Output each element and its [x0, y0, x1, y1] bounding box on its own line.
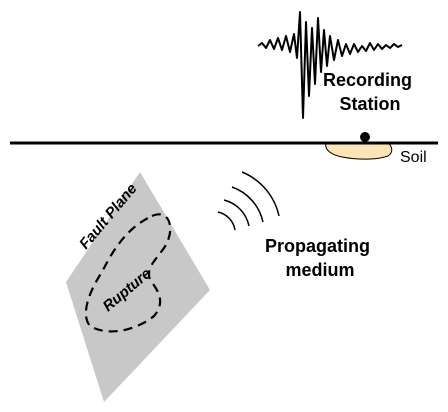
soil-patch — [325, 142, 393, 160]
propagating-label-line2: medium — [285, 260, 354, 280]
recording-label-line1: Recording — [323, 70, 412, 90]
soil-label: Soil — [400, 149, 427, 166]
seismogram-trace-icon — [257, 11, 403, 119]
fault-plane — [66, 172, 210, 402]
rupture-outline — [84, 213, 172, 333]
recording-station-label: Recording Station — [323, 70, 417, 114]
propagating-medium-label: Propagating medium — [265, 236, 375, 280]
seismic-wave-arcs-icon — [217, 171, 280, 231]
propagating-label-line1: Propagating — [265, 236, 370, 256]
recording-station-dot-icon — [360, 132, 370, 142]
recording-label-line2: Station — [340, 94, 401, 114]
